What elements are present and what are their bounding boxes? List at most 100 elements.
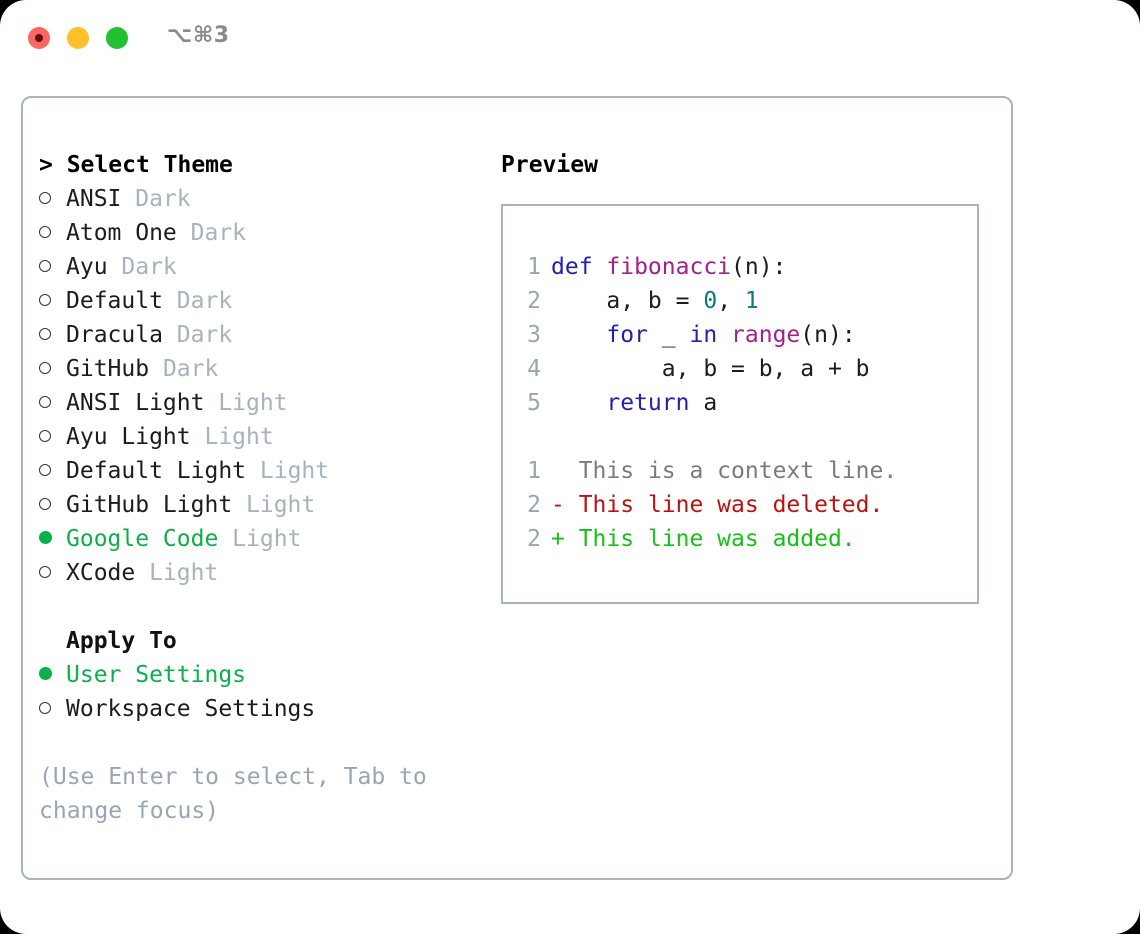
code-token-plain [717, 322, 731, 348]
theme-variant: Light [218, 390, 288, 416]
code-token-fn: fibonacci [606, 254, 732, 280]
radio-selected-icon [39, 522, 66, 556]
code-token-kw: def [551, 254, 607, 280]
radio-glyph [39, 531, 52, 544]
theme-name: Ayu [66, 254, 122, 280]
radio-unselected-icon [39, 284, 66, 318]
theme-variant: Light [246, 492, 316, 518]
theme-option-dracula[interactable]: Dracula Dark [39, 318, 479, 352]
diff-text: This is a context line. [578, 458, 898, 484]
code-token-plain [551, 322, 606, 348]
radio-glyph [39, 361, 51, 374]
radio-glyph [39, 327, 51, 340]
theme-variant: Light [149, 560, 219, 586]
radio-unselected-icon [39, 420, 66, 454]
apply-to-heading: Apply To [66, 628, 177, 654]
diff-sign [551, 458, 579, 484]
theme-option-xcode[interactable]: XCode Light [39, 556, 479, 590]
code-token-plain: a, b = [551, 288, 704, 314]
radio-glyph [39, 225, 51, 238]
radio-glyph [39, 429, 51, 442]
code-token-plain: , [717, 288, 745, 314]
theme-name: Default Light [66, 458, 260, 484]
theme-option-default[interactable]: Default Dark [39, 284, 479, 318]
theme-name: Ayu Light [66, 424, 205, 450]
code-token-kw: return [606, 390, 690, 416]
line-number: 5 [527, 390, 541, 416]
code-token-plain: _ [647, 322, 690, 348]
code-token-plain: a [689, 390, 718, 416]
line-number: 1 [527, 458, 541, 484]
radio-unselected-icon [39, 386, 66, 420]
keyboard-hint: (Use Enter to select, Tab to change focu… [39, 764, 441, 824]
theme-option-default-light[interactable]: Default Light Light [39, 454, 479, 488]
code-diff-separator [503, 420, 977, 454]
theme-option-ayu[interactable]: Ayu Dark [39, 250, 479, 284]
theme-option-google-code[interactable]: Google Code Light [39, 522, 479, 556]
diff-sign: - [551, 492, 579, 518]
theme-variant: Dark [190, 220, 247, 246]
keyboard-shortcut-label: ⌥⌘3 [167, 23, 230, 48]
theme-name: ANSI Light [66, 390, 219, 416]
maximize-button[interactable] [106, 27, 128, 49]
theme-variant: Dark [135, 186, 191, 212]
diff-line-ctx: 1 This is a context line. [503, 454, 977, 488]
code-line: 5 return a [503, 386, 977, 420]
theme-name: Default [66, 288, 177, 314]
radio-selected-icon [39, 658, 66, 692]
list-spacer [39, 590, 479, 624]
code-token-plain [551, 390, 606, 416]
apply-option-label: User Settings [66, 662, 247, 688]
line-number: 2 [527, 526, 541, 552]
line-number: 2 [527, 288, 541, 314]
minimize-button[interactable] [67, 27, 89, 49]
radio-glyph [39, 463, 51, 476]
theme-variant: Dark [162, 356, 219, 382]
diff-sample: 1 This is a context line.2- This line wa… [503, 454, 977, 556]
line-number: 2 [527, 492, 541, 518]
theme-option-ansi-light[interactable]: ANSI Light Light [39, 386, 479, 420]
radio-unselected-icon [39, 318, 66, 352]
diff-line-del: 2- This line was deleted. [503, 488, 977, 522]
radio-glyph [39, 395, 51, 408]
code-token-plain: (n): [800, 322, 856, 348]
select-theme-title: Select Theme [66, 152, 233, 178]
radio-unselected-icon [39, 250, 66, 284]
radio-unselected-icon [39, 488, 66, 522]
radio-glyph [39, 565, 51, 578]
theme-option-github-light[interactable]: GitHub Light Light [39, 488, 479, 522]
radio-glyph [39, 667, 52, 680]
code-token-kw: in [689, 322, 718, 348]
code-token-kw: for [606, 322, 648, 348]
theme-variant: Dark [176, 288, 233, 314]
theme-option-atom-one[interactable]: Atom One Dark [39, 216, 479, 250]
radio-unselected-icon [39, 352, 66, 386]
apply-option-workspace-settings[interactable]: Workspace Settings [39, 692, 479, 726]
code-line: 3 for _ in range(n): [503, 318, 977, 352]
apply-option-user-settings[interactable]: User Settings [39, 658, 479, 692]
line-number: 4 [527, 356, 541, 382]
theme-option-ayu-light[interactable]: Ayu Light Light [39, 420, 479, 454]
radio-unselected-icon [39, 692, 66, 726]
code-token-fn: range [731, 322, 801, 348]
close-button[interactable] [28, 27, 50, 49]
select-theme-heading: > Select Theme [39, 148, 479, 182]
radio-glyph [39, 497, 51, 510]
theme-variant: Dark [176, 322, 233, 348]
code-token-plain: (n): [731, 254, 787, 280]
apply-option-label: Workspace Settings [66, 696, 316, 722]
code-token-num: 1 [744, 288, 759, 314]
theme-name: Dracula [66, 322, 177, 348]
radio-glyph [39, 293, 51, 306]
theme-option-github[interactable]: GitHub Dark [39, 352, 479, 386]
theme-name: Google Code [66, 526, 233, 552]
code-line: 4 a, b = b, a + b [503, 352, 977, 386]
theme-name: GitHub [66, 356, 163, 382]
theme-name: XCode [66, 560, 150, 586]
theme-option-ansi[interactable]: ANSI Dark [39, 182, 479, 216]
theme-name: GitHub Light [66, 492, 247, 518]
